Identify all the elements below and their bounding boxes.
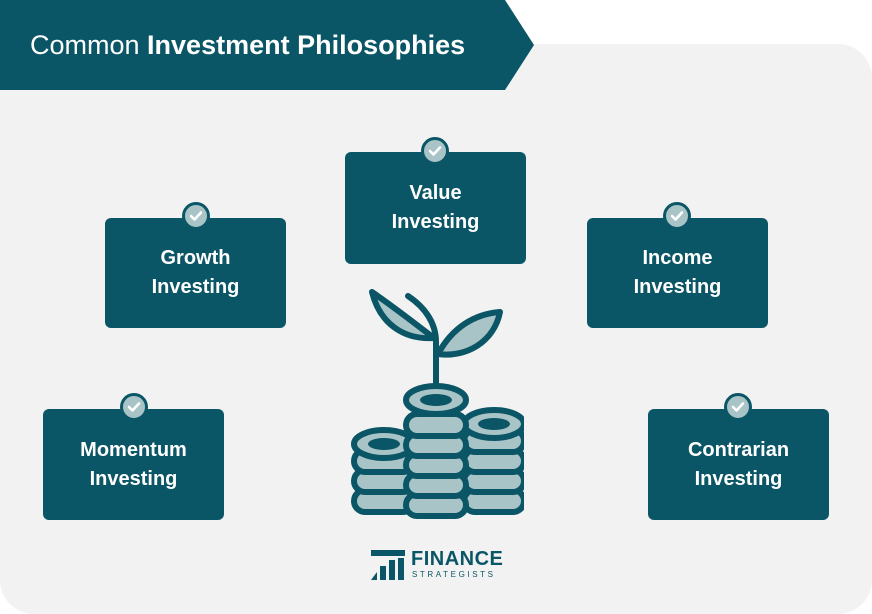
card-value-line2: Investing xyxy=(391,211,480,233)
title-banner: Common Investment Philosophies xyxy=(0,0,534,90)
check-icon xyxy=(724,393,752,421)
card-value-investing: Value Investing xyxy=(345,152,526,264)
card-income-line1: Income xyxy=(642,247,713,269)
card-momentum-line1: Momentum xyxy=(80,438,187,461)
finance-strategists-logo-icon xyxy=(371,550,405,580)
card-momentum-line2: Investing xyxy=(89,467,178,490)
card-growth-investing: Growth Investing xyxy=(105,218,286,328)
card-momentum-investing: Momentum Investing xyxy=(43,409,224,520)
coin-stack-icon xyxy=(351,383,524,519)
card-contrarian-investing: Contrarian Investing xyxy=(648,409,829,520)
title-regular-text: Common xyxy=(30,30,140,60)
plant-coins-illustration xyxy=(351,289,524,519)
plant-sprout-icon xyxy=(369,289,503,387)
card-income-investing: Income Investing xyxy=(587,218,768,328)
logo-name: FINANCE xyxy=(411,548,504,570)
banner-shape xyxy=(0,0,534,90)
finance-strategists-logo: FINANCE STRATEGISTS xyxy=(369,546,509,582)
logo-subtitle: STRATEGISTS xyxy=(412,570,496,579)
card-growth-line2: Investing xyxy=(151,276,240,298)
check-icon xyxy=(421,137,449,165)
page-title: Common Investment Philosophies xyxy=(30,0,465,90)
card-income-line2: Investing xyxy=(633,276,722,298)
title-bold-text: Investment Philosophies xyxy=(147,30,466,60)
check-icon xyxy=(663,202,691,230)
check-icon xyxy=(120,393,148,421)
card-value-line1: Value xyxy=(409,182,462,204)
check-icon xyxy=(182,202,210,230)
card-contrarian-line2: Investing xyxy=(694,467,783,490)
card-growth-line1: Growth xyxy=(160,247,231,269)
card-contrarian-line1: Contrarian xyxy=(687,438,790,461)
